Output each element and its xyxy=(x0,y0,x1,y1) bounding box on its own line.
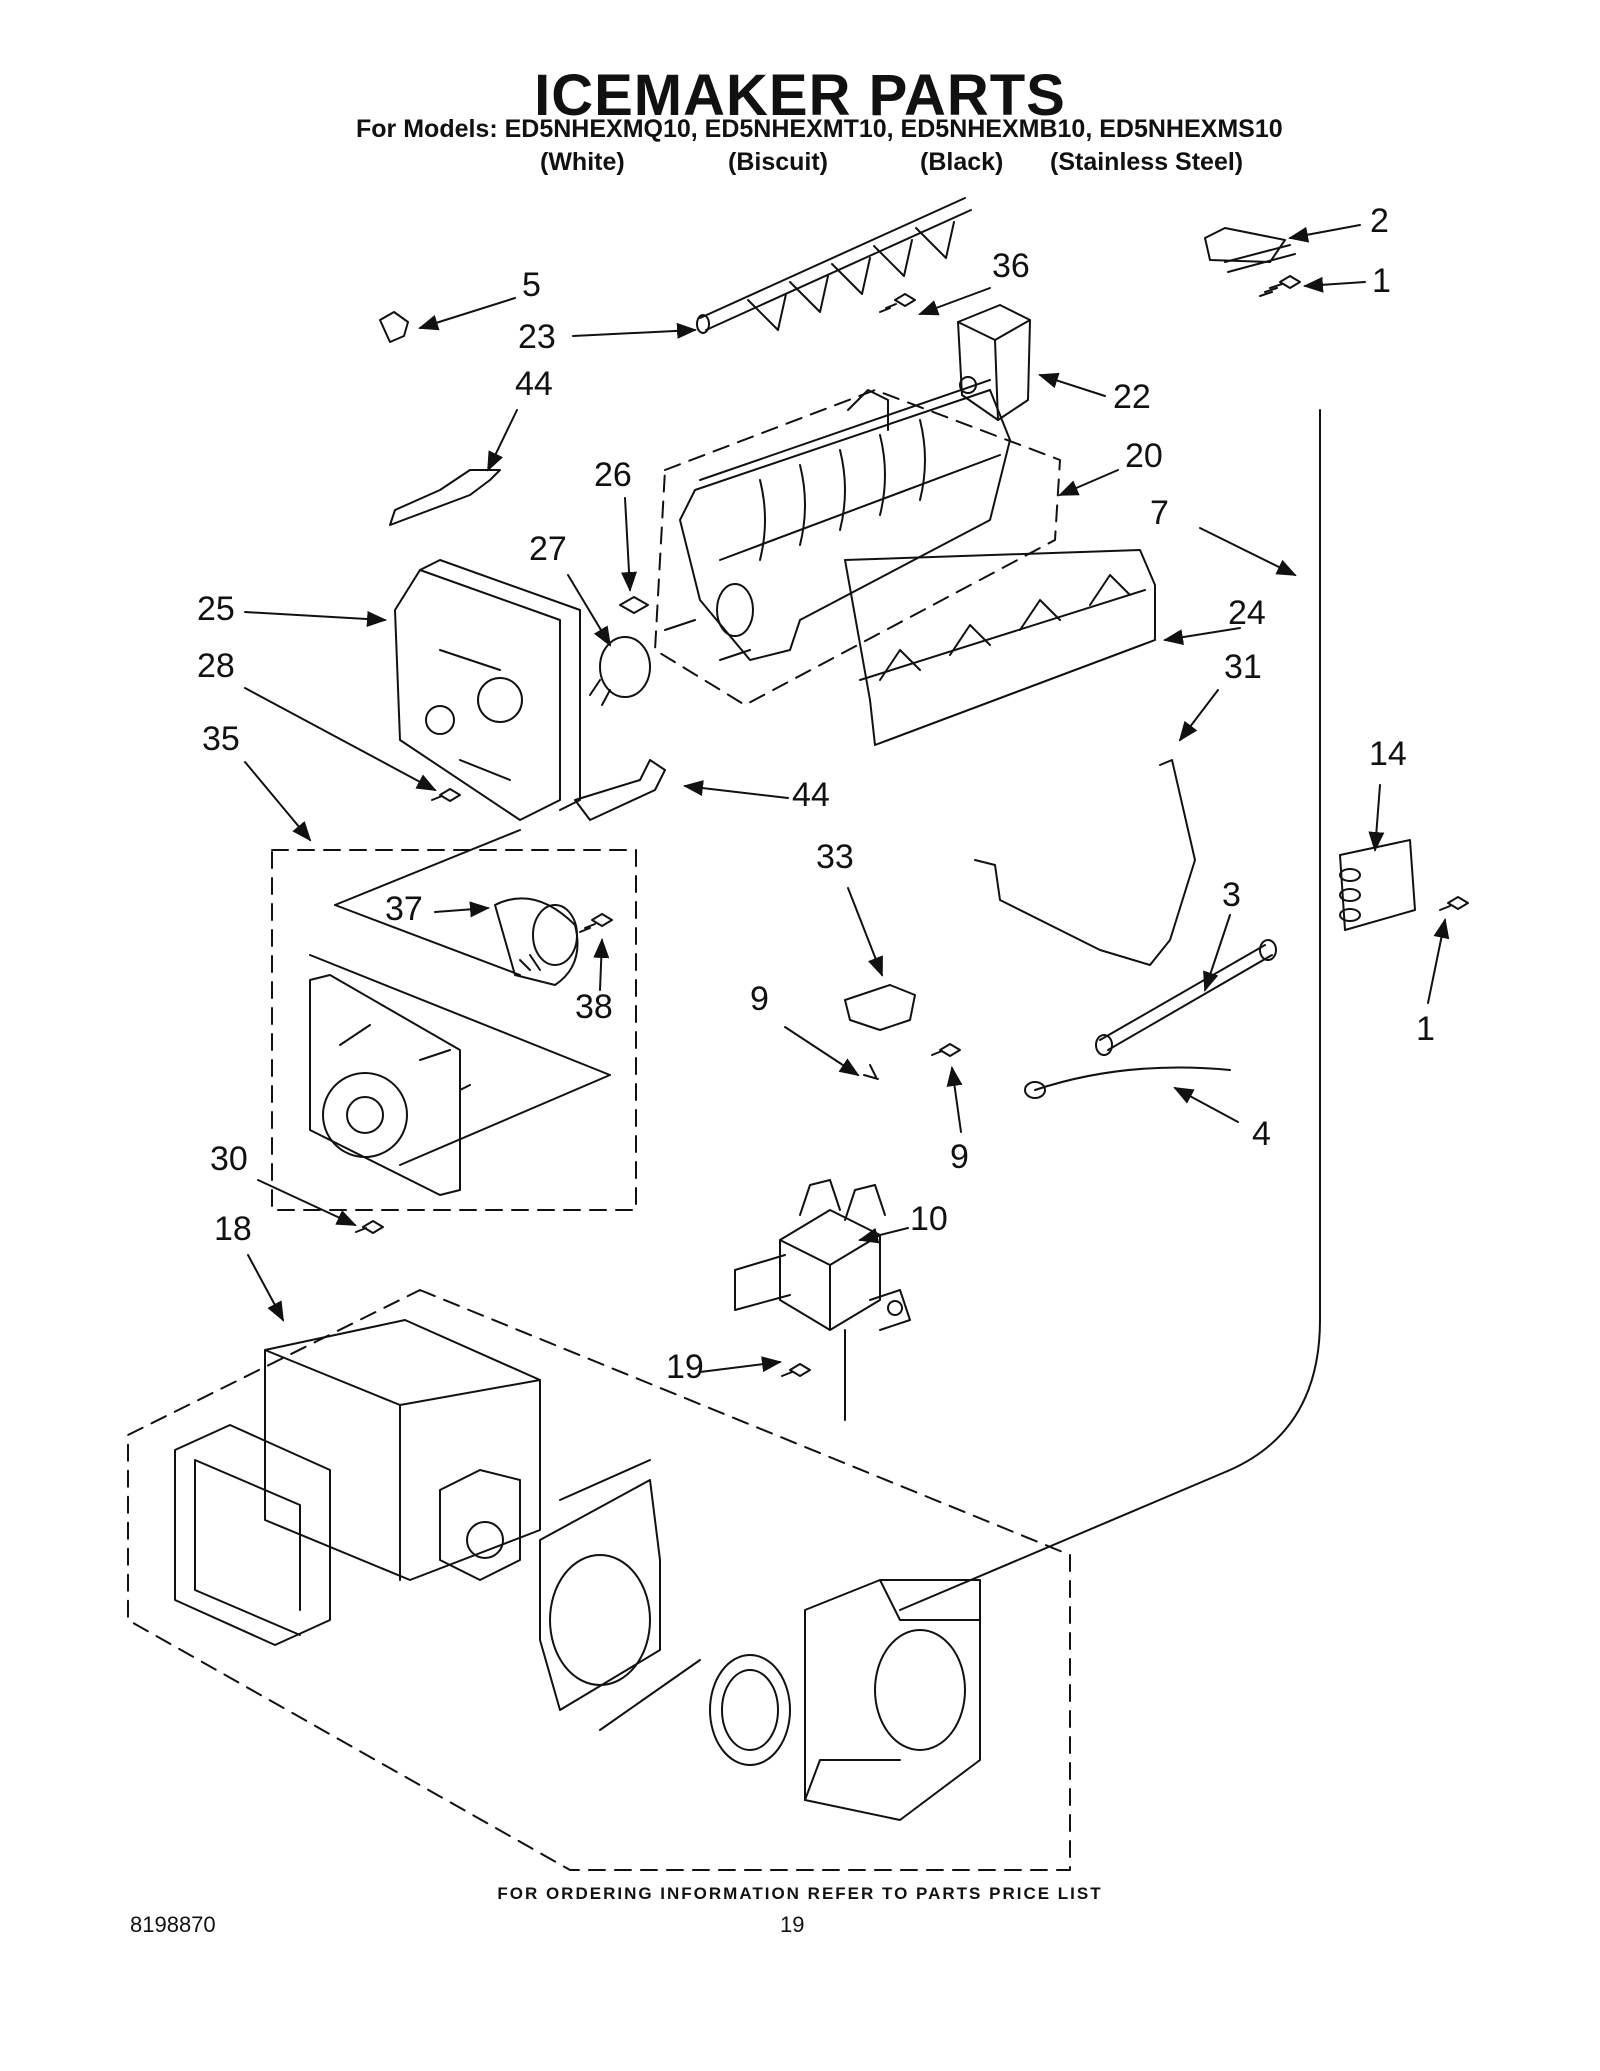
callout-30: 30 xyxy=(210,1140,248,1178)
leader-lines xyxy=(244,224,1450,1373)
part-31-wire xyxy=(974,759,1196,966)
callout-7: 7 xyxy=(1150,494,1169,532)
callout-1-right: 1 xyxy=(1416,1010,1435,1048)
callout-31: 31 xyxy=(1224,648,1262,686)
callout-9-left: 9 xyxy=(750,980,769,1018)
color-white: (White) xyxy=(540,148,625,176)
models-line: For Models: ED5NHEXMQ10, ED5NHEXMT10, ED… xyxy=(356,115,1283,143)
color-biscuit: (Biscuit) xyxy=(728,148,828,176)
callout-36: 36 xyxy=(992,247,1030,285)
part-9-screw-a xyxy=(863,1064,879,1080)
part-25-housing xyxy=(394,559,581,821)
callout-14: 14 xyxy=(1369,735,1407,773)
callout-37: 37 xyxy=(385,890,423,928)
callout-4: 4 xyxy=(1252,1115,1271,1153)
part-18-box xyxy=(174,1319,541,1646)
part-9-screw-b xyxy=(931,1043,961,1057)
part-28-screw xyxy=(431,788,461,802)
part-14-bracket xyxy=(1339,839,1416,931)
callout-19: 19 xyxy=(666,1348,704,1386)
callout-5: 5 xyxy=(522,266,541,304)
part-10-valve xyxy=(734,1179,911,1421)
callout-33: 33 xyxy=(816,838,854,876)
color-black: (Black) xyxy=(920,148,1004,176)
part-18-boundary xyxy=(127,1289,1071,1871)
module-gear-plate xyxy=(309,974,471,1196)
callout-35: 35 xyxy=(202,720,240,758)
callout-3: 3 xyxy=(1222,876,1241,914)
part-5-clip xyxy=(379,311,409,343)
callout-25: 25 xyxy=(197,590,235,628)
part-18-motor xyxy=(439,1469,521,1581)
part-18-fan-housing xyxy=(804,1579,981,1821)
part-27-thermostat xyxy=(589,636,651,706)
part-37-motor xyxy=(494,897,579,986)
part-33-bracket xyxy=(844,984,916,1031)
part-36-screw xyxy=(879,293,916,313)
part-3-tube xyxy=(1095,939,1277,1056)
part-19-screw xyxy=(781,1363,811,1377)
screw-1-right xyxy=(1439,896,1469,911)
part-44-top-shield xyxy=(389,469,501,526)
part-2-bracket xyxy=(1204,227,1296,273)
screw-1-top xyxy=(1259,275,1301,297)
color-stainless-steel: (Stainless Steel) xyxy=(1050,148,1244,176)
part-20-mold xyxy=(664,379,1011,661)
page-number: 19 xyxy=(780,1912,805,1937)
callout-28: 28 xyxy=(197,647,235,685)
callout-23: 23 xyxy=(518,318,556,356)
page-title: ICEMAKER PARTS xyxy=(534,63,1066,128)
document-number: 8198870 xyxy=(130,1912,216,1937)
callout-22: 22 xyxy=(1113,378,1151,416)
callout-38: 38 xyxy=(575,988,613,1026)
callout-24: 24 xyxy=(1228,594,1266,632)
callout-44-lower: 44 xyxy=(792,776,830,814)
part-7-fill-tube xyxy=(899,409,1321,1611)
part-38-screw xyxy=(579,913,613,933)
part-44-lower-shield xyxy=(574,759,666,821)
callout-27: 27 xyxy=(529,530,567,568)
part-24-stripper xyxy=(844,549,1156,746)
callout-1: 1 xyxy=(1372,262,1391,300)
part-26-clip xyxy=(619,596,649,614)
part-22-housing xyxy=(957,304,1031,421)
part-35-boundary xyxy=(271,849,637,1211)
part-18-fan-blade xyxy=(709,1654,791,1766)
callout-18: 18 xyxy=(214,1210,252,1248)
callout-2: 2 xyxy=(1370,202,1389,240)
part-18-shroud xyxy=(539,1459,701,1731)
part-4-tube xyxy=(1024,1066,1231,1099)
part-20-boundary xyxy=(654,389,1061,706)
ordering-note: FOR ORDERING INFORMATION REFER TO PARTS … xyxy=(497,1884,1103,1903)
callout-10: 10 xyxy=(910,1200,948,1238)
part-30-screw xyxy=(355,1220,384,1234)
callout-44: 44 xyxy=(515,365,553,403)
part-23-ejector xyxy=(696,197,972,334)
callout-26: 26 xyxy=(594,456,632,494)
callout-9-right: 9 xyxy=(950,1138,969,1176)
callout-20: 20 xyxy=(1125,437,1163,475)
